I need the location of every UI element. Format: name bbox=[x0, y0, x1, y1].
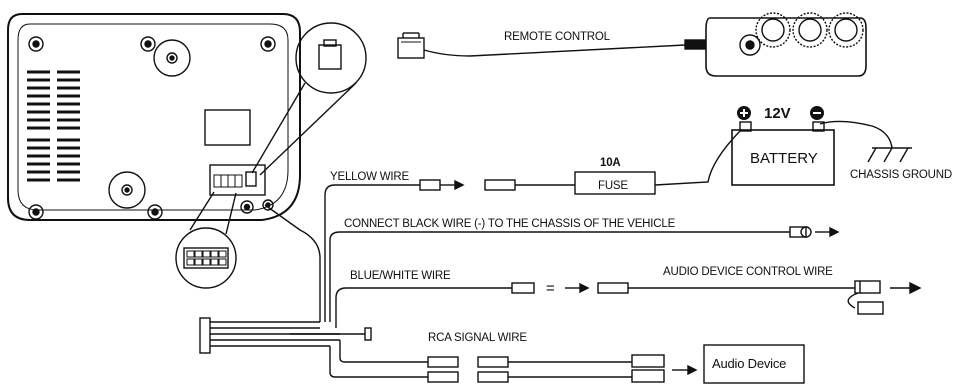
blue-white-wire bbox=[335, 280, 922, 328]
remote-cable bbox=[423, 44, 686, 57]
yellow-wire-label: YELLOW WIRE bbox=[330, 171, 409, 183]
fuse-label: FUSE bbox=[598, 180, 628, 192]
harness-bundle bbox=[199, 317, 372, 354]
multi-pin-connector-callout bbox=[175, 191, 237, 289]
yellow-wire bbox=[324, 130, 741, 322]
fuse-rating-label: 10A bbox=[600, 157, 621, 169]
plus-circle-icon bbox=[737, 106, 751, 120]
remote-control-label: REMOTE CONTROL bbox=[504, 31, 611, 43]
head-unit bbox=[7, 13, 301, 221]
rca-wires bbox=[329, 340, 698, 383]
battery bbox=[731, 121, 835, 186]
harness-to-unit-wire bbox=[264, 204, 321, 322]
minus-circle-icon bbox=[810, 106, 824, 120]
ground-wire bbox=[819, 120, 893, 149]
battery-label: BATTERY bbox=[750, 150, 818, 167]
remote-control-unit bbox=[684, 12, 867, 77]
black-wire-label: CONNECT BLACK WIRE (-) TO THE CHASSIS OF… bbox=[344, 218, 676, 230]
chassis-ground-label: CHASSIS GROUND bbox=[850, 169, 952, 181]
rj-jack-callout bbox=[251, 22, 367, 176]
blue-white-wire-label: BLUE/WHITE WIRE bbox=[350, 270, 451, 282]
black-wire bbox=[329, 226, 840, 322]
rca-signal-wire-label: RCA SIGNAL WIRE bbox=[428, 332, 527, 344]
audio-device-label: Audio Device bbox=[712, 356, 786, 371]
equals-sign: = bbox=[546, 280, 555, 297]
audio-device-control-wire-label: AUDIO DEVICE CONTROL WIRE bbox=[663, 266, 833, 278]
audio-device-box bbox=[703, 344, 805, 384]
rj-plug bbox=[397, 32, 425, 59]
voltage-label: 12V bbox=[764, 105, 791, 122]
chassis-ground-icon bbox=[867, 147, 912, 163]
